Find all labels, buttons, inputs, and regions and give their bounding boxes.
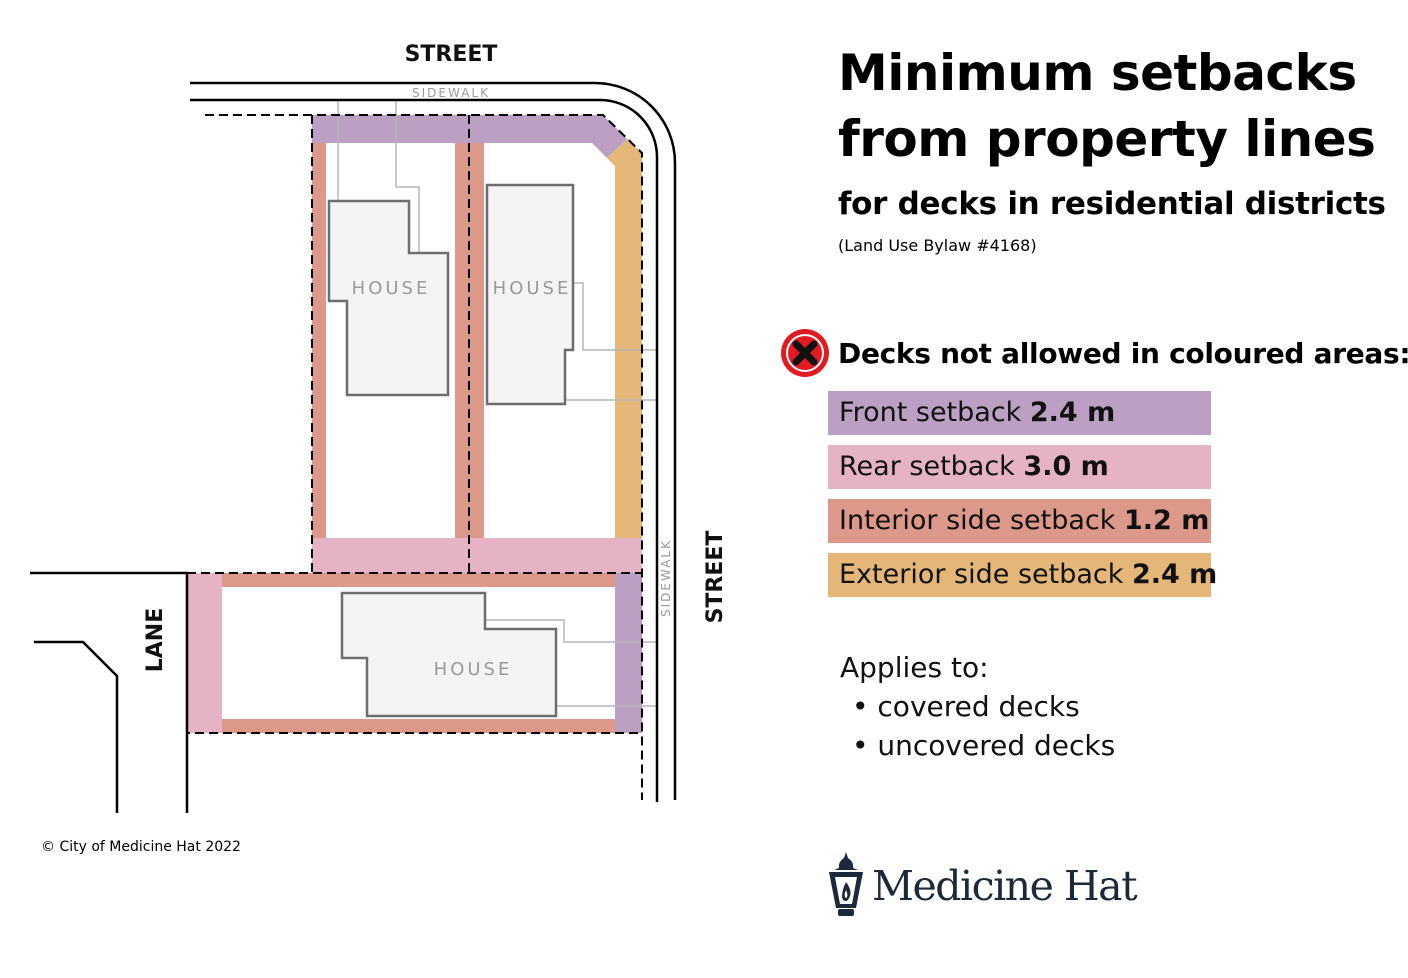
legend-value: 3.0 m (1023, 451, 1109, 482)
title-line-2: from property lines (838, 110, 1376, 168)
sidewalk-label-top: SIDEWALK (412, 86, 490, 100)
logo-wordmark: Medicine Hat (872, 862, 1138, 910)
interior-side-setback-left (312, 143, 326, 538)
legend-front-setback: Front setback 2.4 m (828, 391, 1211, 435)
medicine-hat-logo: Medicine Hat (826, 852, 1138, 920)
legend-value: 2.4 m (1131, 559, 1218, 590)
subtitle: for decks in residential districts (838, 186, 1386, 222)
lantern-icon (829, 852, 863, 916)
lane-label: LANE (143, 608, 168, 673)
house-label: HOUSE (434, 659, 513, 680)
warning-heading: Decks not allowed in coloured areas: (780, 328, 1408, 378)
interior-side-setback-bottom-bottom (222, 719, 615, 733)
sidewalk-label-right: SIDEWALK (659, 539, 673, 617)
house-3 (340, 591, 558, 718)
applies-item: • uncovered decks (852, 729, 1116, 762)
legend-label: Exterior side setback (839, 559, 1132, 590)
legend-interior-side-setback: Interior side setback 1.2 m (828, 499, 1211, 543)
warning-text: Decks not allowed in coloured areas: (838, 336, 1408, 370)
street-curbs (30, 81, 677, 813)
setback-diagram: HOUSE HOUSE HOUSE STREET SIDEWALK SIDEWA… (30, 42, 728, 813)
property-lines (186, 114, 643, 800)
title-line-1: Minimum setbacks (838, 44, 1357, 102)
applies-to: Applies to: • covered decks • uncovered … (840, 648, 1115, 765)
exterior-side-setback (607, 139, 642, 538)
rear-setback-bottom-lot (187, 573, 222, 733)
street-label-top: STREET (405, 42, 498, 67)
legend-label: Interior side setback (839, 505, 1124, 536)
legend-label: Rear setback (839, 451, 1024, 482)
legend-label: Front setback (839, 397, 1030, 428)
applies-item: • covered decks (852, 690, 1080, 723)
legend-exterior-side-setback: Exterior side setback 2.4 m (828, 553, 1217, 597)
rear-setback-top-lots (312, 538, 642, 573)
houses (327, 183, 575, 718)
copyright: © City of Medicine Hat 2022 (41, 839, 241, 855)
house-label: HOUSE (493, 278, 572, 299)
house-label: HOUSE (352, 278, 431, 299)
house-2 (485, 183, 575, 406)
legend-value: 1.2 m (1124, 505, 1210, 536)
front-setback-bottom-lot (615, 573, 642, 733)
street-label-right: STREET (703, 531, 728, 624)
applies-heading: Applies to: (840, 651, 989, 684)
bylaw-reference: (Land Use Bylaw #4168) (838, 236, 1037, 255)
service-lines (337, 100, 657, 707)
red-x-circle-icon (781, 329, 829, 377)
legend-rear-setback: Rear setback 3.0 m (828, 445, 1211, 489)
house-1 (327, 199, 450, 397)
interior-side-setback-bottom-top (222, 573, 615, 587)
legend-value: 2.4 m (1029, 397, 1116, 428)
